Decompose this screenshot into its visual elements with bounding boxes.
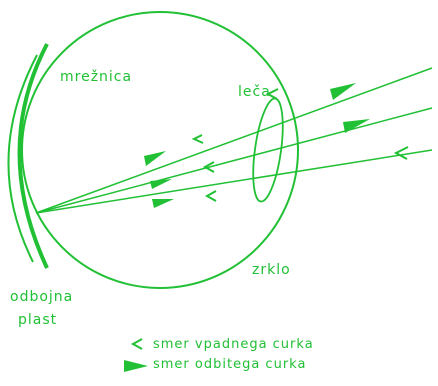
reflected-marker xyxy=(150,179,172,189)
light-rays xyxy=(36,68,432,213)
ray-lower xyxy=(36,150,432,213)
retina-label: mrežnica xyxy=(60,70,132,84)
incident-marker xyxy=(207,191,216,201)
reflective-layer-label-2: plast xyxy=(18,313,57,327)
reflected-marker xyxy=(152,199,174,208)
ray-upper xyxy=(36,68,432,213)
reflected-beam-markers xyxy=(144,83,370,208)
ray-middle xyxy=(36,108,432,213)
incident-legend-icon xyxy=(130,337,146,351)
incident-beam-markers xyxy=(194,89,408,201)
reflective-layer-label-1: odbojna xyxy=(10,290,73,304)
lens-shape xyxy=(248,97,288,204)
incident-marker xyxy=(396,147,408,159)
eyeball-outline xyxy=(22,12,298,288)
incident-marker xyxy=(194,135,203,143)
mirror-label: zrklo xyxy=(252,263,291,277)
incident-legend-text: smer vpadnega curka xyxy=(153,338,314,351)
reflected-legend-icon xyxy=(124,358,150,374)
reflected-legend-text: smer odbitega curka xyxy=(153,358,306,371)
lens-label: leča xyxy=(238,85,271,99)
reflected-marker xyxy=(144,151,166,166)
